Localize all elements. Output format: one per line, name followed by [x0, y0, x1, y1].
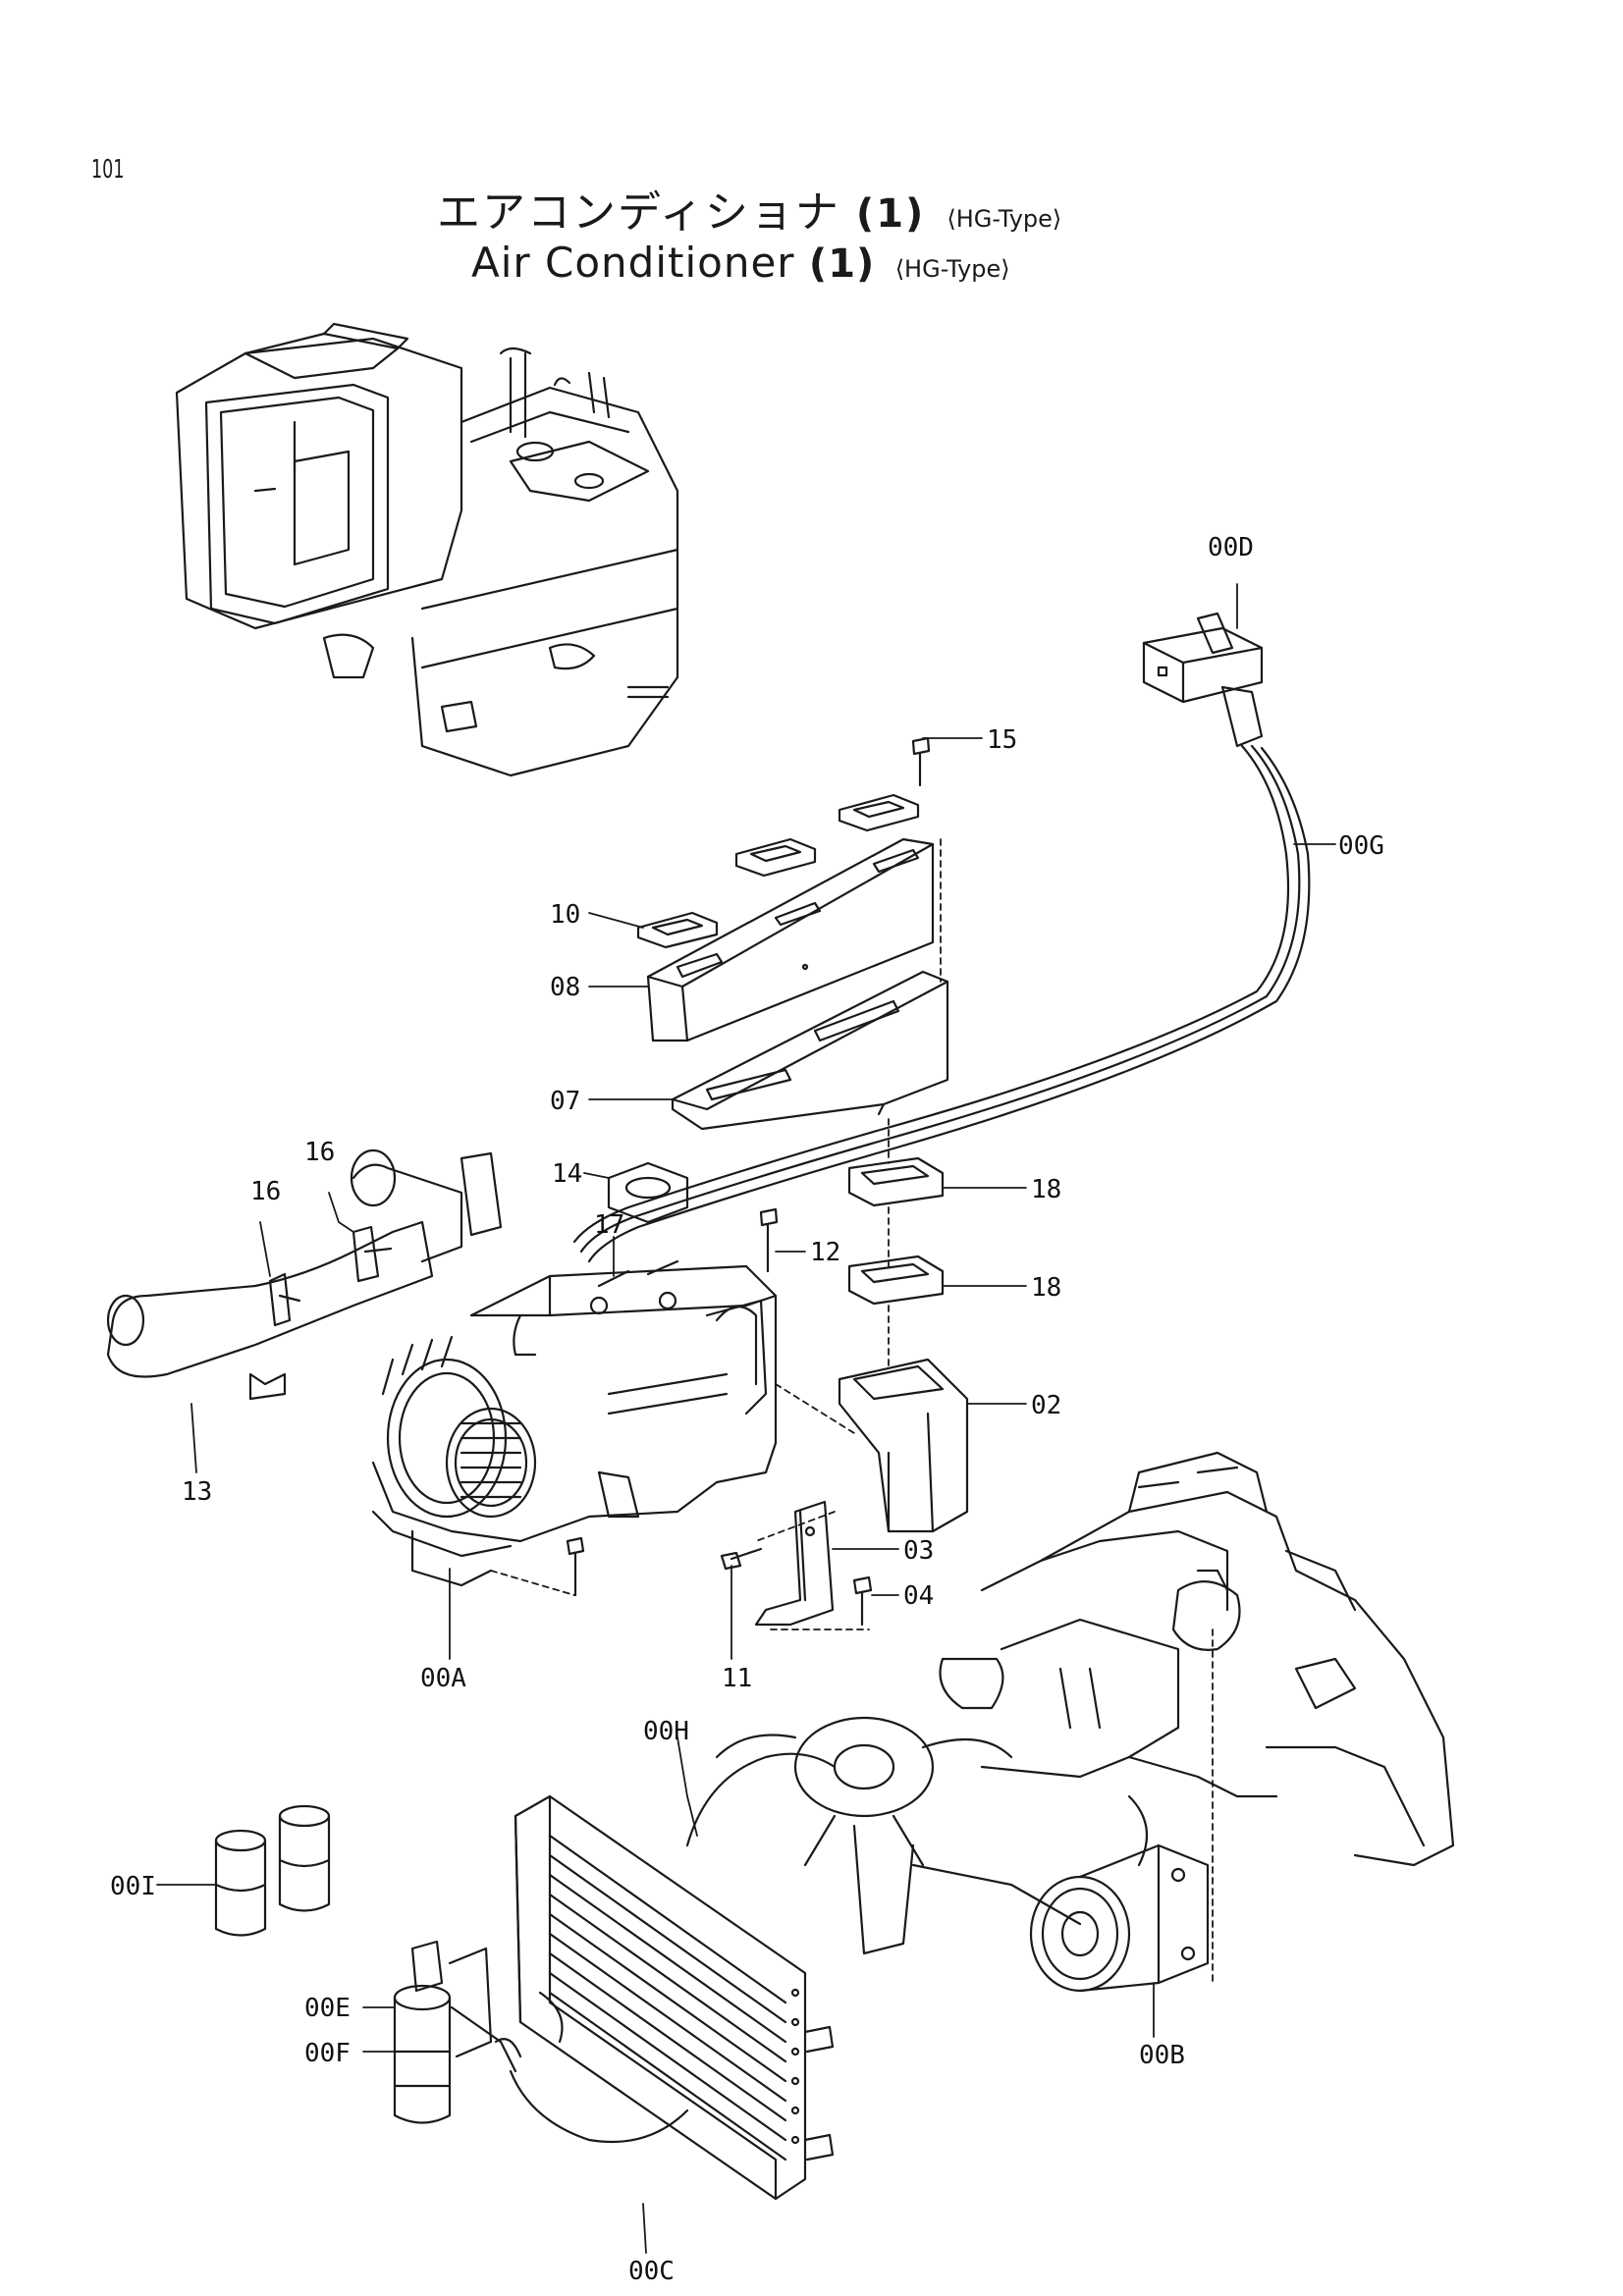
seals-18 — [847, 1156, 945, 1306]
refrigerant-line — [509, 2069, 689, 2144]
hose-00H — [685, 1752, 837, 1847]
callout-14: 14 — [552, 1159, 582, 1189]
callout-00A: 00A — [420, 1664, 466, 1693]
callout-04: 04 — [903, 1581, 934, 1611]
engine-illustration — [715, 1451, 1455, 1955]
page-number: 101 — [91, 155, 125, 185]
callout-00I: 00I — [110, 1872, 156, 1901]
callout-12: 12 — [810, 1238, 840, 1267]
callout-00H: 00H — [643, 1717, 689, 1746]
callout-07: 07 — [550, 1087, 580, 1116]
callout-00C: 00C — [628, 2257, 675, 2286]
title-ja-main: エアコンディショナ — [437, 187, 840, 238]
condenser-00C — [514, 1794, 835, 2201]
title-en-num: (1) — [808, 241, 876, 287]
callout-00G: 00G — [1338, 831, 1384, 861]
clamps-16 — [268, 1225, 393, 1327]
duct-08 — [646, 837, 935, 1042]
ac-unit-00A — [371, 1259, 778, 1587]
callout-03: 03 — [903, 1536, 934, 1566]
bolts — [566, 736, 931, 1627]
title-ja-tag: ⟨HG-Type⟩ — [947, 205, 1062, 233]
cans-00I — [214, 1804, 331, 1937]
compressor-00B — [1029, 1843, 1210, 1993]
callout-10: 10 — [550, 900, 580, 930]
title-en-tag: ⟨HG-Type⟩ — [894, 255, 1010, 283]
callout-17: 17 — [594, 1210, 624, 1240]
callout-08: 08 — [550, 973, 580, 1002]
receiver-drier — [393, 1940, 522, 2124]
callout-13: 13 — [182, 1477, 212, 1507]
title-en-main: Air Conditioner — [471, 239, 795, 287]
callout-00E: 00E — [304, 1994, 351, 2023]
callout-00D: 00D — [1208, 533, 1254, 562]
title-japanese: エアコンディショナ (1) ⟨HG-Type⟩ — [437, 177, 1061, 240]
switch-panel-00D — [1142, 612, 1264, 748]
callout-18-bottom: 18 — [1031, 1273, 1061, 1303]
hose-13 — [106, 1148, 503, 1401]
callout-02: 02 — [1031, 1391, 1061, 1420]
callout-11: 11 — [722, 1664, 752, 1693]
title-english: Air Conditioner (1) ⟨HG-Type⟩ — [471, 239, 1010, 287]
callout-16-lower: 16 — [250, 1177, 281, 1206]
duct-07 — [671, 970, 949, 1131]
callout-15: 15 — [987, 725, 1017, 755]
harness-00G — [572, 744, 1290, 1244]
callout-18-top: 18 — [1031, 1175, 1061, 1204]
excavator-cab-illustration — [175, 322, 679, 777]
callout-16-upper: 16 — [304, 1138, 335, 1167]
louvers-10 — [636, 793, 920, 949]
duct-02 — [838, 1358, 969, 1533]
callout-labels: 00D 15 00G 10 08 07 14 18 16 16 17 12 18… — [110, 533, 1384, 2286]
grommet-14 — [607, 1161, 689, 1224]
bracket-03 — [754, 1500, 835, 1627]
leader-lines — [156, 583, 1336, 2254]
callout-00F: 00F — [304, 2039, 351, 2068]
title-ja-num: (1) — [855, 191, 926, 237]
callout-00B: 00B — [1139, 2041, 1185, 2070]
